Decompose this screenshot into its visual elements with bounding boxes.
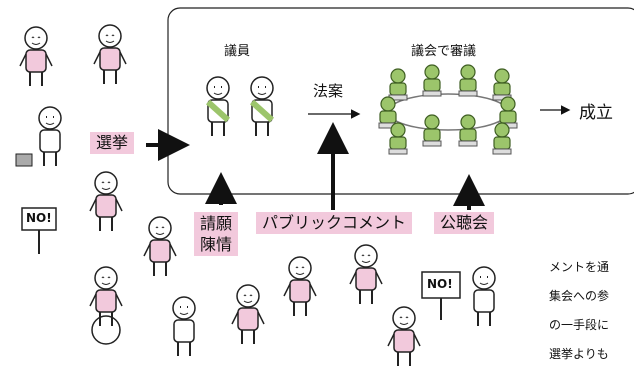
deliberation-label: 議会で審議 [411,44,477,59]
citizen-figure-4 [387,306,421,367]
protest-sign-left [21,207,57,254]
public-comment-label: パブリックコメント [256,212,413,234]
enactment-label: 成立 [579,103,613,123]
side-text-line-4: 選挙よりも [549,347,609,361]
petition-label: 請願 陳情 [194,212,239,256]
legislator-figure-1 [205,76,231,137]
elderly-woman-figure [19,26,53,87]
protest-sign-right [421,271,461,320]
wheelchair-figure [89,266,123,345]
public-hearing-label: 公聴会 [434,212,495,234]
election-label: 選挙 [90,132,135,154]
elderly-man-figure [93,24,127,85]
citizen-figure-5 [472,266,496,327]
child-figure [231,284,265,345]
legislator-figure-2 [249,76,275,137]
citizen-figure-1 [143,216,177,277]
no-sign-left-text: NO! [26,211,52,225]
legislators-label: 議員 [224,44,251,59]
petition-line-1: 請願 [200,214,233,233]
no-sign-right-text: NO! [427,277,453,291]
businessman-figure [15,106,62,167]
petition-line-2: 陳情 [200,235,233,254]
scientist-figure [172,296,196,357]
side-text-line-3: の一手段に [549,318,610,332]
woman-figure [89,171,123,232]
bill-label: 法案 [313,82,344,100]
citizen-figure-3 [349,244,383,305]
side-text-line-1: メントを通 [549,260,610,274]
side-text-line-2: 集会への参 [549,289,610,303]
council-table-illustration [378,64,518,155]
citizen-figure-2 [283,256,317,317]
